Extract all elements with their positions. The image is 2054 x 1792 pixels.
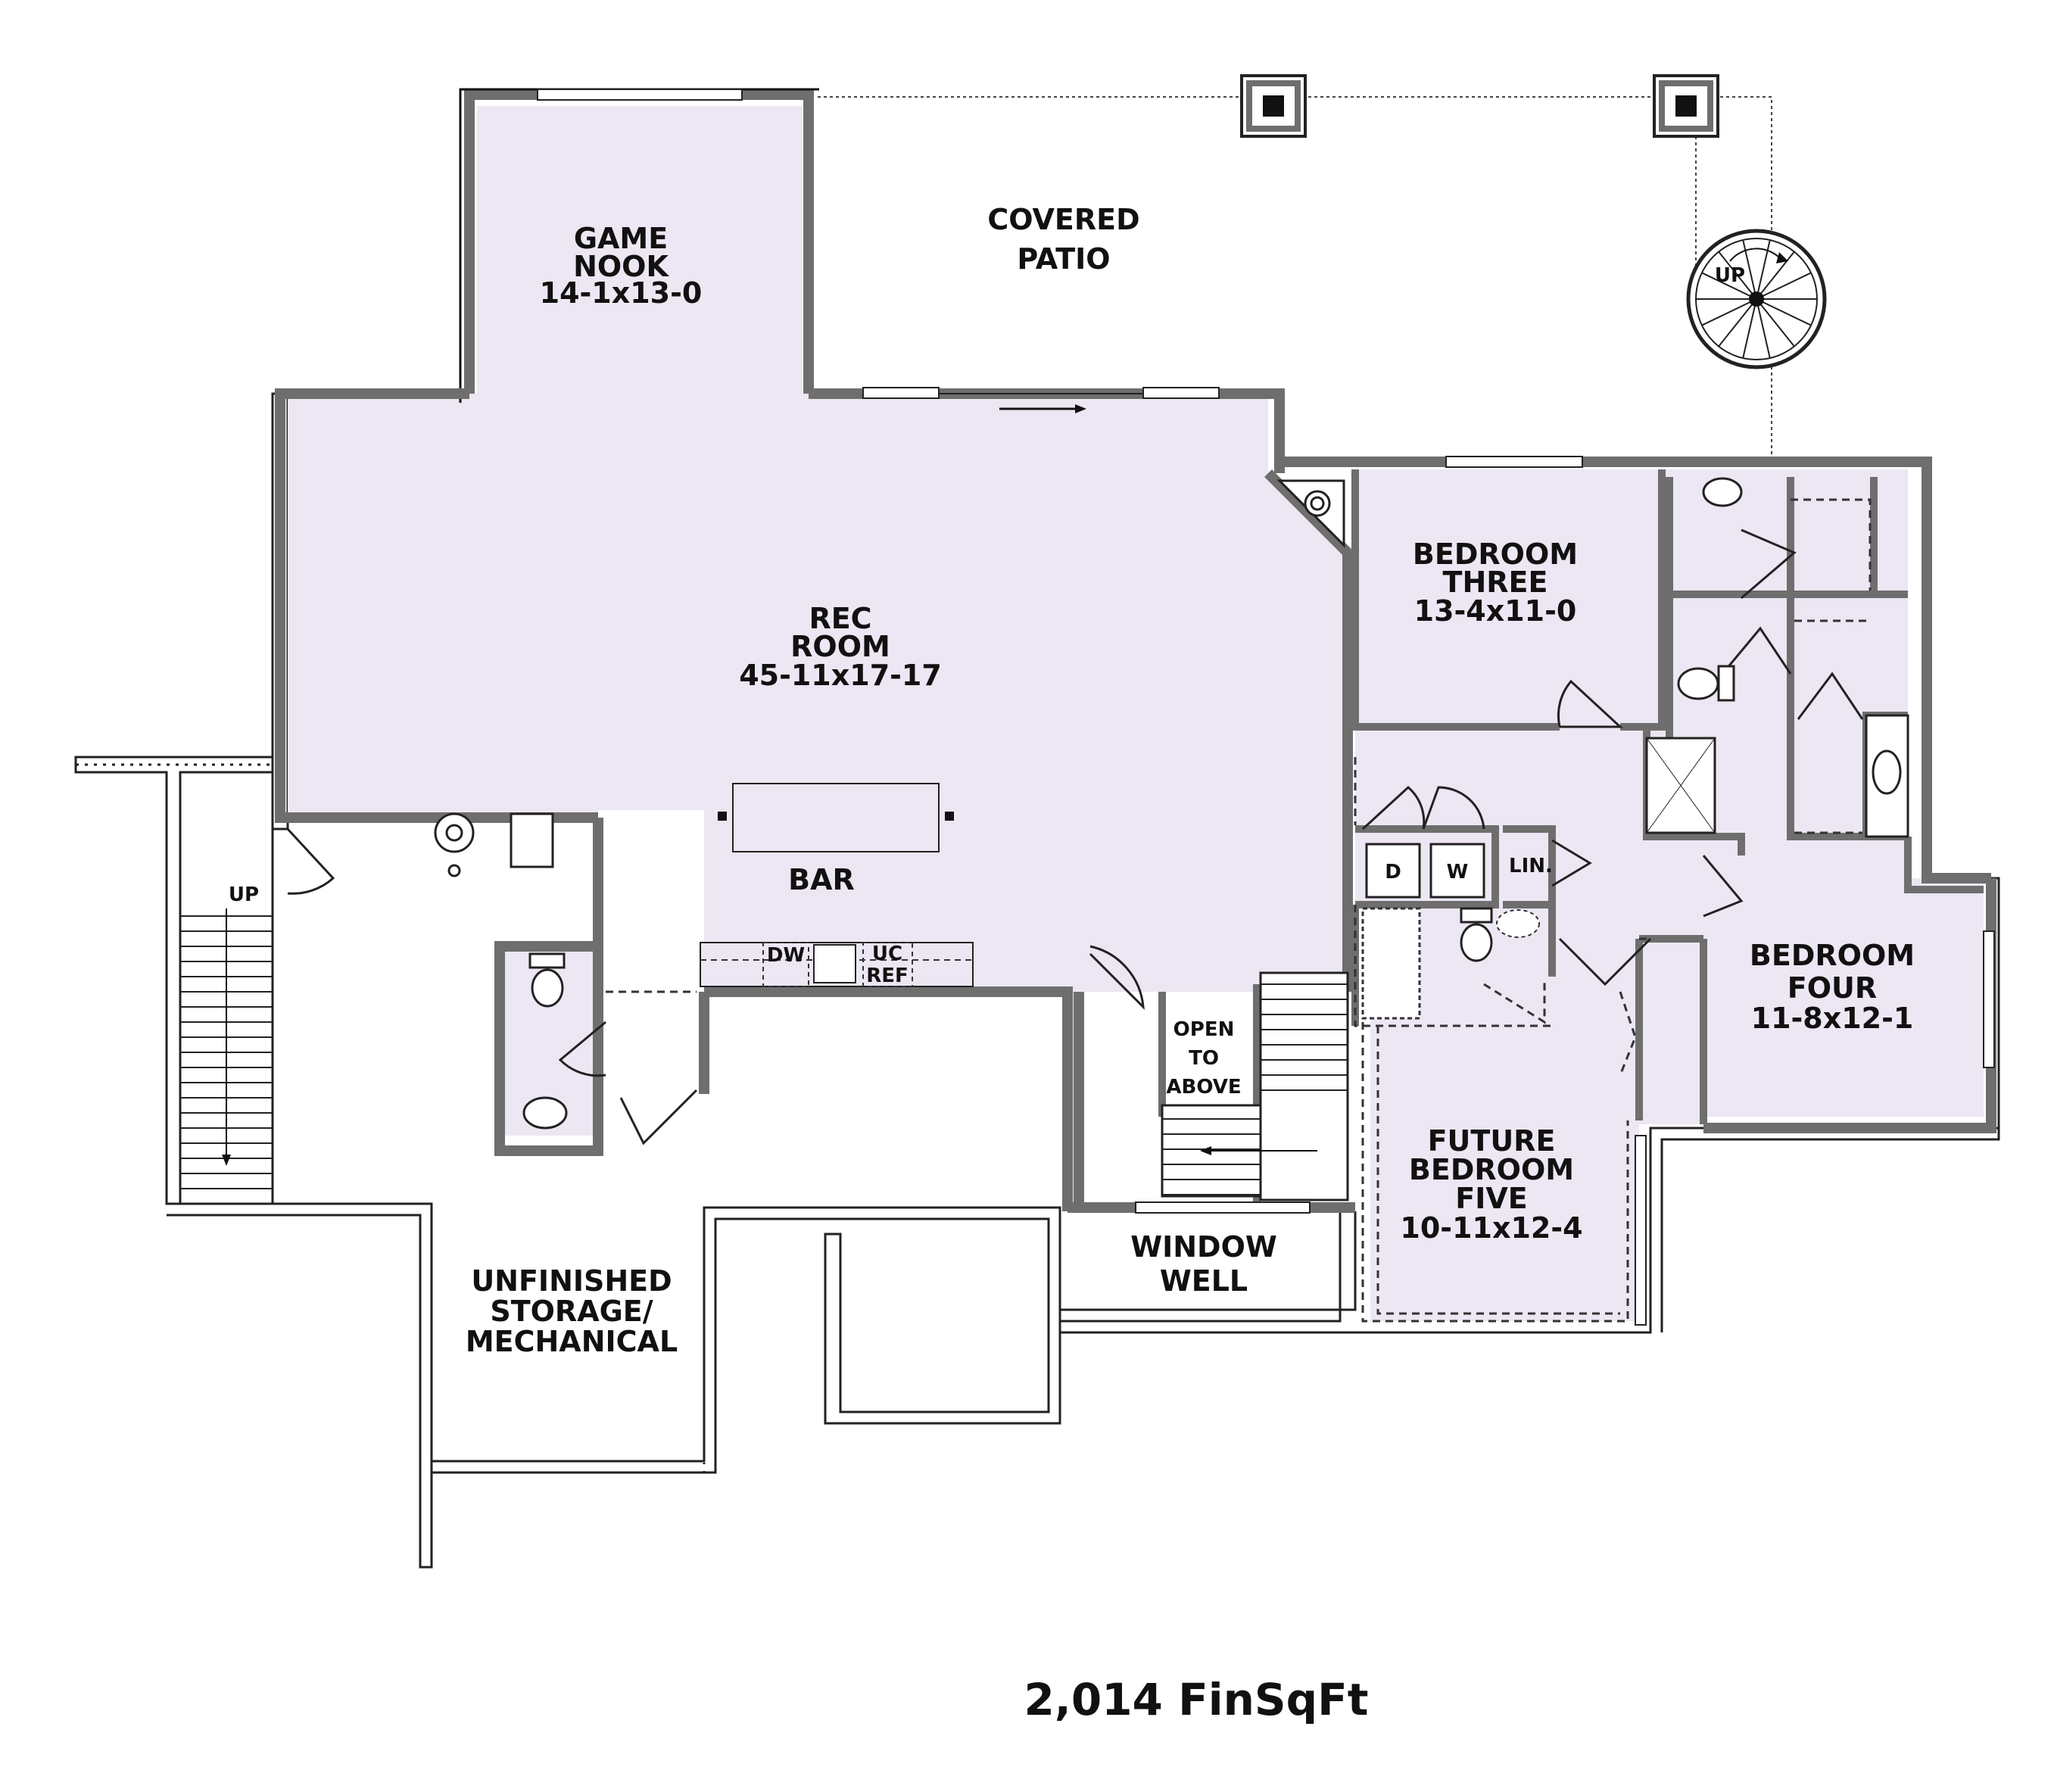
open-to-above-label: OPEN TO ABOVE — [1166, 1018, 1241, 1099]
uc-ref-line1: UC — [872, 943, 902, 965]
walls — [275, 88, 1996, 1213]
bedroom-three-line1: BEDROOM — [1413, 538, 1578, 571]
open-to-above-line3: ABOVE — [1166, 1076, 1241, 1099]
patio-column — [1240, 74, 1307, 138]
future-bedroom-five-line3: FIVE — [1455, 1182, 1527, 1215]
uc-ref-line2: REF — [866, 965, 909, 987]
bedroom-four-dims: 11-8x12-1 — [1751, 1002, 1914, 1035]
linen-label: LIN. — [1509, 855, 1553, 877]
spiral-tread — [1756, 298, 1771, 359]
game-nook-line2: NOOK — [573, 250, 669, 283]
left-stair-up-label: UP — [229, 884, 259, 906]
future-bedroom-five-label: FUTURE BEDROOM FIVE 10-11x12-4 — [1400, 1124, 1582, 1245]
interior-stairs — [1161, 971, 1349, 1201]
bedroom-four-label: BEDROOM FOUR 11-8x12-1 — [1750, 939, 1915, 1035]
covered-patio-line1: COVERED — [987, 203, 1139, 236]
rec-room-line1: REC — [809, 602, 871, 635]
game-nook-line1: GAME — [574, 222, 668, 255]
left-stairs — [179, 771, 274, 1205]
rec-room-line2: ROOM — [790, 630, 890, 663]
spiral-tread — [1756, 272, 1812, 300]
open-to-above-line1: OPEN — [1173, 1018, 1235, 1041]
spiral-tread — [1742, 298, 1757, 359]
spiral-tread — [1756, 298, 1812, 326]
windows — [537, 89, 1995, 1326]
future-bedroom-five-line2: BEDROOM — [1409, 1153, 1574, 1186]
unfinished-storage-line3: MECHANICAL — [466, 1325, 678, 1358]
bar-label: BAR — [788, 863, 855, 896]
patio-column — [1653, 74, 1719, 138]
finished-square-footage: 2,014 FinSqFt — [1024, 1674, 1368, 1725]
spiral-tread — [1718, 251, 1757, 300]
game-nook-dims: 14-1x13-0 — [540, 276, 703, 310]
spiral-tread — [1756, 298, 1795, 347]
open-to-above-line2: TO — [1189, 1047, 1219, 1070]
future-bedroom-five-dims: 10-11x12-4 — [1400, 1211, 1582, 1245]
doors — [286, 528, 1864, 1145]
bedroom-three-label: BEDROOM THREE 13-4x11-0 — [1413, 538, 1578, 628]
dishwasher-label: DW — [767, 944, 805, 967]
rec-room-label: REC ROOM 45-11x17-17 — [739, 602, 942, 692]
bedroom-three-line2: THREE — [1443, 566, 1548, 599]
covered-patio-outline — [818, 74, 1772, 458]
spiral-tread — [1701, 298, 1757, 326]
bedroom-four-line1: BEDROOM — [1750, 939, 1915, 972]
spiral-stair — [1686, 229, 1827, 369]
unfinished-storage-label: UNFINISHED STORAGE/ MECHANICAL — [466, 1264, 678, 1358]
rec-room-dims: 45-11x17-17 — [739, 659, 942, 692]
covered-patio-line2: PATIO — [1017, 242, 1110, 276]
spiral-stair-up-label: UP — [1715, 264, 1745, 287]
washer-label: W — [1447, 861, 1469, 884]
dashed-lines — [606, 498, 1872, 1323]
bar-counter — [700, 942, 974, 987]
window-well-label: WINDOW WELL — [1130, 1230, 1277, 1298]
bar-island — [718, 783, 954, 852]
dryer-label: D — [1385, 861, 1401, 884]
fixtures — [434, 477, 1909, 1130]
spiral-tread — [1701, 272, 1757, 300]
unfinished-storage-line2: STORAGE/ — [490, 1295, 653, 1328]
unfinished-storage-line1: UNFINISHED — [471, 1264, 672, 1298]
spiral-tread — [1718, 298, 1757, 347]
sliding-door-arrow — [999, 404, 1086, 413]
covered-patio-label: COVERED PATIO — [987, 203, 1139, 276]
window-well-line2: WELL — [1160, 1264, 1248, 1298]
bedroom-four-line2: FOUR — [1788, 971, 1877, 1005]
game-nook-label: GAME NOOK 14-1x13-0 — [540, 222, 703, 310]
window-well-line1: WINDOW — [1130, 1230, 1277, 1264]
future-bedroom-five-line1: FUTURE — [1428, 1124, 1556, 1158]
bedroom-three-dims: 13-4x11-0 — [1414, 594, 1577, 628]
spiral-tread — [1756, 251, 1795, 300]
